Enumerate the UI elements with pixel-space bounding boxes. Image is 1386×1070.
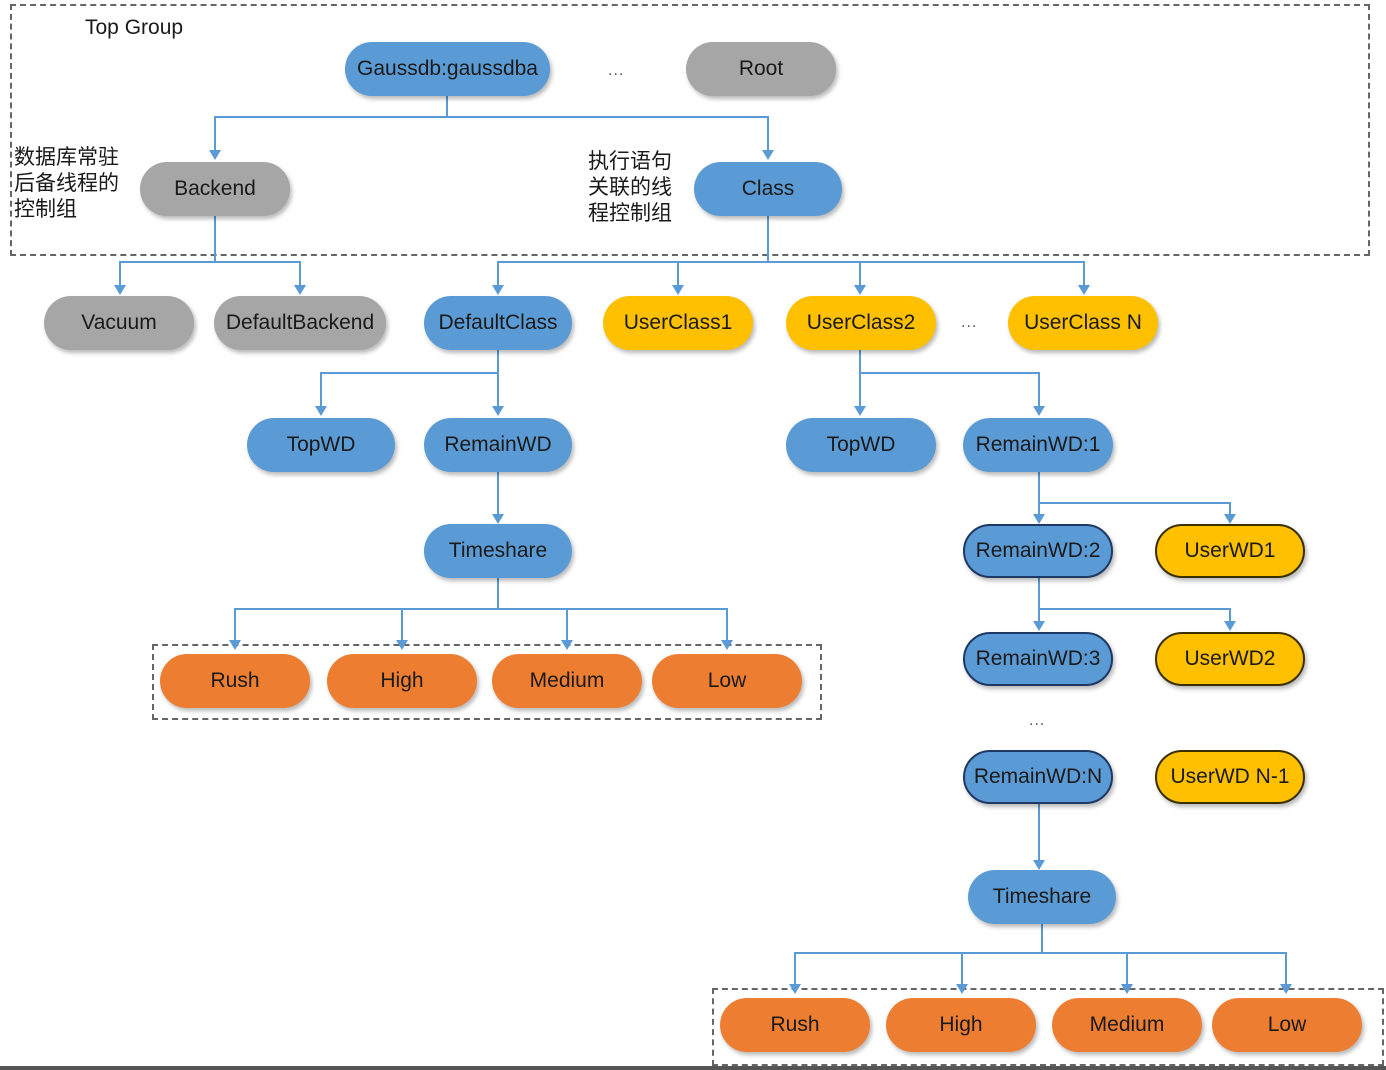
- top-group-frame: [10, 4, 1370, 256]
- user-high-node: High: [886, 998, 1036, 1052]
- top-group-title: Top Group: [85, 16, 184, 39]
- default-timeshare-node: Timeshare: [424, 524, 572, 578]
- userwd-n1-node: UserWD N-1: [1155, 750, 1305, 804]
- default-rush-node: Rush: [160, 654, 310, 708]
- gaussdb-node: Gaussdb:gaussdba: [345, 42, 550, 96]
- backend-note: 数据库常驻 后备线程的 控制组: [14, 145, 119, 221]
- user-topwd-node: TopWD: [786, 418, 936, 472]
- default-medium-node: Medium: [492, 654, 642, 708]
- userwd-1-node: UserWD1: [1155, 524, 1305, 578]
- user-class-n-node: UserClass N: [1008, 296, 1158, 350]
- default-remainwd-node: RemainWD: [424, 418, 572, 472]
- remainwd-1-node: RemainWD:1: [963, 418, 1113, 472]
- remainwd-ellipsis: ...: [1029, 712, 1046, 729]
- bottom-rule: [0, 1066, 1386, 1070]
- user-rush-node: Rush: [720, 998, 870, 1052]
- remainwd-2-node: RemainWD:2: [963, 524, 1113, 578]
- user-timeshare-node: Timeshare: [968, 870, 1116, 924]
- top-ellipsis: ...: [608, 62, 625, 79]
- userwd-2-node: UserWD2: [1155, 632, 1305, 686]
- default-high-node: High: [327, 654, 477, 708]
- priority-group-frame-left: [152, 644, 822, 720]
- default-low-node: Low: [652, 654, 802, 708]
- user-class-ellipsis: ...: [961, 314, 978, 331]
- default-backend-node: DefaultBackend: [214, 296, 386, 350]
- user-class-2-node: UserClass2: [786, 296, 936, 350]
- user-class-1-node: UserClass1: [603, 296, 753, 350]
- remainwd-3-node: RemainWD:3: [963, 632, 1113, 686]
- default-topwd-node: TopWD: [247, 418, 395, 472]
- class-node: Class: [694, 162, 842, 216]
- vacuum-node: Vacuum: [44, 296, 194, 350]
- default-class-node: DefaultClass: [424, 296, 572, 350]
- user-low-node: Low: [1212, 998, 1362, 1052]
- backend-node: Backend: [140, 162, 290, 216]
- root-node: Root: [686, 42, 836, 96]
- user-medium-node: Medium: [1052, 998, 1202, 1052]
- remainwd-n-node: RemainWD:N: [963, 750, 1113, 804]
- priority-group-frame-right: [712, 988, 1384, 1066]
- class-note: 执行语句 关联的线 程控制组: [588, 149, 672, 225]
